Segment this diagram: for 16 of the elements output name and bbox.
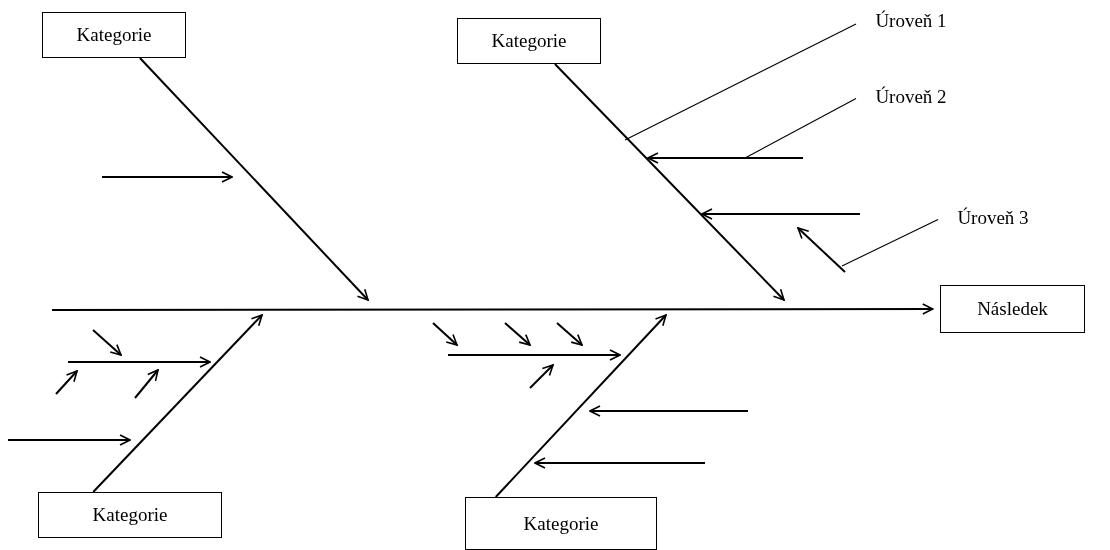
- leader-line: [624, 23, 857, 141]
- bone-arrow: [92, 314, 263, 493]
- category-box: Kategorie: [38, 492, 222, 538]
- category-box: Kategorie: [465, 497, 657, 550]
- bone-arrow: [553, 63, 785, 301]
- level-label: Úroveň 1: [856, 6, 966, 36]
- category-box: Kategorie: [42, 12, 186, 58]
- category-box: Následek: [940, 285, 1085, 333]
- bone-arrow: [494, 314, 667, 498]
- level-label: Úroveň 3: [938, 203, 1048, 233]
- category-box: Kategorie: [457, 18, 601, 64]
- bone-arrow: [138, 57, 369, 301]
- spine-arrow: [51, 303, 934, 315]
- leader-line: [841, 218, 939, 267]
- leader-line: [744, 97, 857, 159]
- level-label: Úroveň 2: [856, 82, 966, 112]
